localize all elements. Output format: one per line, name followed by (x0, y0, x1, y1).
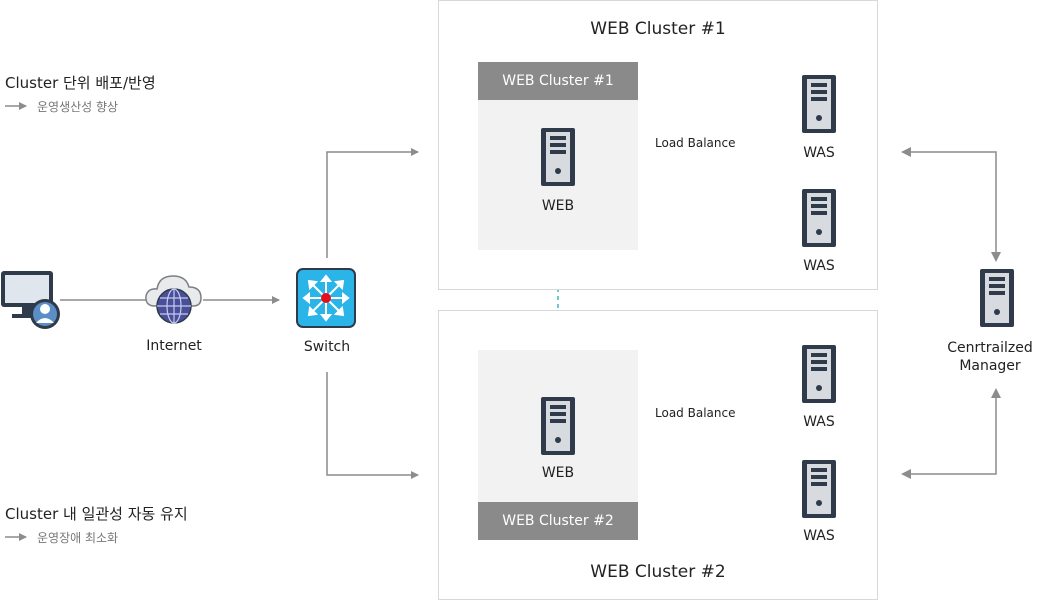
load-balance-label-2: Load Balance (655, 406, 736, 420)
load-balance-label-1: Load Balance (655, 136, 736, 150)
was-server-2b-label: WAS (803, 528, 835, 544)
switch-icon (296, 268, 358, 334)
cloud-globe-icon (143, 268, 205, 334)
web-cluster-2-title: WEB Cluster #2 (590, 562, 726, 582)
web-server-1-label: WEB (541, 198, 575, 214)
web-server-2-icon (540, 396, 576, 460)
web-server-2-label: WEB (541, 465, 575, 481)
switch-label: Switch (303, 339, 351, 355)
web-cluster-1-bar: WEB Cluster #1 (478, 62, 638, 100)
note-deploy-title: Cluster 단위 배포/반영 (5, 74, 156, 92)
was-server-1a-label: WAS (803, 145, 835, 161)
note-consistency-sub: 운영장애 최소화 (37, 531, 119, 545)
manager-server-icon (979, 268, 1015, 332)
manager-label: Cenrtrailzed Manager (947, 340, 1033, 374)
was-server-2a-icon (801, 344, 837, 408)
manager-link-cluster2 (901, 388, 1001, 479)
internet-label: Internet (146, 338, 202, 354)
web-server-1-icon (540, 127, 576, 191)
note-consistency-title: Cluster 내 일관성 자동 유지 (5, 505, 188, 523)
web-cluster-2-bar: WEB Cluster #2 (478, 502, 638, 540)
link-switch-cluster2 (326, 372, 419, 479)
was-server-2a-label: WAS (803, 414, 835, 430)
was-server-1b-label: WAS (803, 258, 835, 274)
link-switch-cluster1 (326, 148, 419, 258)
manager-link-cluster1 (901, 147, 1001, 262)
was-server-1b-icon (801, 188, 837, 252)
computer-user-icon (0, 270, 62, 336)
note-deploy-sub: 운영생산성 향상 (37, 100, 119, 114)
was-server-1a-icon (801, 74, 837, 138)
was-server-2b-icon (801, 459, 837, 523)
web-cluster-1-title: WEB Cluster #1 (590, 19, 726, 39)
